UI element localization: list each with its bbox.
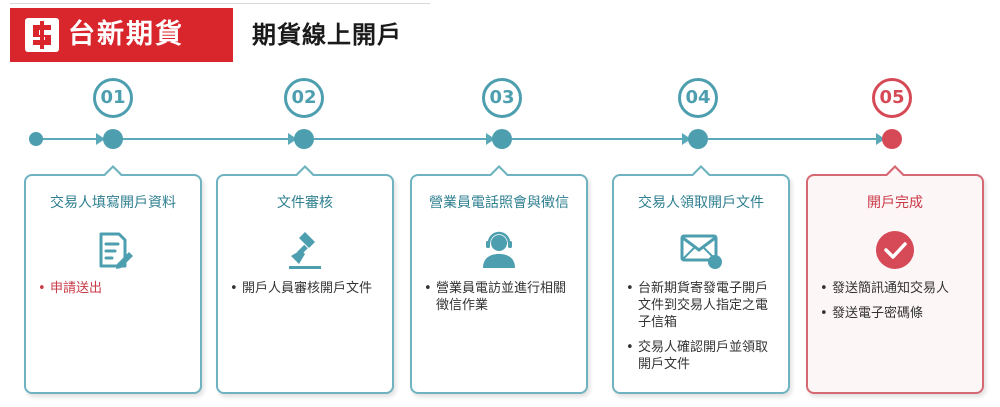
step-items: 開戶人員審核開戶文件 (230, 280, 382, 305)
list-item: 申請送出 (38, 280, 190, 297)
timeline-arrow (876, 133, 885, 145)
list-item: 開戶人員審核開戶文件 (230, 280, 382, 297)
brand-name: 台新期貨 (68, 19, 184, 50)
step-title: 交易人填寫開戶資料 (50, 195, 176, 211)
timeline-arrow (288, 133, 297, 145)
timeline-start-dot (29, 132, 43, 146)
list-item: 交易人確認開戶並領取開戶文件 (626, 339, 778, 373)
timeline-connector (512, 138, 688, 140)
check-circle-icon (876, 231, 914, 269)
step-card-2: 文件審核 開戶人員審核開戶文件 (216, 165, 394, 394)
step-number-3: 03 (482, 78, 522, 118)
list-item: 發送電子密碼條 (820, 305, 972, 322)
timeline-dot-4 (688, 129, 708, 149)
headset-agent-icon (483, 231, 515, 268)
list-item: 台新期貨寄發電子開戶文件到交易人指定之電子信箱 (626, 280, 778, 331)
card-pointer (884, 165, 906, 176)
step-card-3: 營業員電話照會與徵信 營業員電訪並進行相關徵信作業 (410, 165, 588, 394)
step-number-2: 02 (284, 78, 324, 118)
timeline-connector (708, 138, 882, 140)
step-title: 交易人領取開戶文件 (638, 195, 764, 211)
step-items: 發送簡訊通知交易人 發送電子密碼條 (820, 280, 972, 330)
card-pointer (294, 165, 316, 176)
card-pointer (690, 165, 712, 176)
mail-badge-count: 1 (721, 256, 729, 267)
timeline-arrow (682, 133, 691, 145)
timeline-dot-5 (882, 129, 902, 149)
stamp-icon (289, 232, 321, 269)
list-item: 營業員電訪並進行相關徵信作業 (424, 280, 576, 314)
step-items: 台新期貨寄發電子開戶文件到交易人指定之電子信箱 交易人確認開戶並領取開戶文件 (626, 280, 778, 381)
step-card-5: 開戶完成 發送簡訊通知交易人 發送電子密碼條 (806, 165, 984, 394)
page-title: 期貨線上開戶 (252, 21, 402, 49)
step-number-5: 05 (872, 78, 912, 118)
header-divider (10, 3, 430, 4)
header: 台新期貨 期貨線上開戶 (0, 0, 1000, 66)
timeline-arrow (486, 133, 495, 145)
card-pointer (488, 165, 510, 176)
step-card-1: 交易人填寫開戶資料 申請送出 (24, 165, 202, 394)
list-item: 發送簡訊通知交易人 (820, 280, 972, 297)
timeline-connector (122, 138, 294, 140)
progress-timeline: 01 02 03 04 05 (0, 66, 1000, 166)
step-card-4: 交易人領取開戶文件 1 台新期貨寄發電子開戶文件到交易人指定之電子信箱 交易人確… (612, 165, 790, 394)
taishin-logo-icon (25, 18, 59, 52)
timeline-dot-3 (492, 129, 512, 149)
step-title: 開戶完成 (867, 195, 923, 211)
mail-notification-icon (680, 234, 722, 269)
brand-logo[interactable]: 台新期貨 (10, 8, 233, 62)
step-title: 文件審核 (277, 195, 333, 211)
step-items: 申請送出 (38, 280, 190, 305)
form-edit-icon (99, 232, 133, 269)
timeline-dot-2 (294, 129, 314, 149)
timeline-connector (314, 138, 492, 140)
timeline-dot-1 (103, 129, 123, 149)
timeline-arrow (96, 133, 105, 145)
timeline-connector (40, 138, 102, 140)
step-title: 營業員電話照會與徵信 (429, 195, 569, 211)
step-number-1: 01 (93, 78, 133, 118)
step-number-4: 04 (678, 78, 718, 118)
step-items: 營業員電訪並進行相關徵信作業 (424, 280, 576, 322)
card-pointer (102, 165, 124, 176)
